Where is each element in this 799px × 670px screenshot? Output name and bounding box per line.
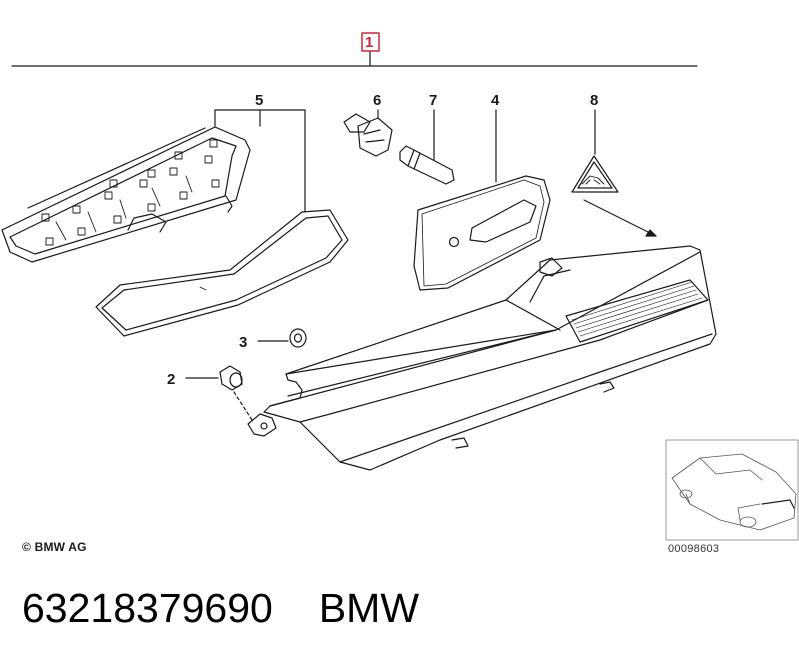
bulb <box>399 145 455 185</box>
part-number: 63218379690 <box>22 585 273 631</box>
callout-2: 2 <box>167 371 175 388</box>
footer: 63218379690 BMW <box>22 584 419 632</box>
callout-3: 3 <box>239 334 247 351</box>
callout-7: 7 <box>429 92 437 109</box>
callout-1: 1 <box>365 34 373 51</box>
callout-4: 4 <box>491 92 500 109</box>
copyright-notice: © BMW AG <box>22 540 87 554</box>
vehicle-thumbnail-frame <box>665 439 799 541</box>
vehicle-silhouette <box>671 453 797 531</box>
grommet-nut <box>219 365 243 391</box>
diagram-number: 00098603 <box>668 543 720 555</box>
tail-lamp-housing <box>247 245 717 471</box>
callout-box-1 <box>361 32 380 52</box>
brand-name: BMW <box>318 585 420 631</box>
dashed-leader-2 <box>233 391 253 421</box>
bulb-socket-grid <box>41 139 220 246</box>
pointer-arrow-8 <box>583 199 657 237</box>
callout-leader-5 <box>214 109 306 213</box>
gasket <box>95 209 349 337</box>
bulb-socket <box>343 113 393 157</box>
washer <box>289 328 307 348</box>
callout-6: 6 <box>373 92 381 109</box>
mounting-plate <box>413 175 551 291</box>
callout-8: 8 <box>590 92 598 109</box>
bulb-carrier-board <box>1 126 251 263</box>
warning-label <box>571 155 619 193</box>
callout-5: 5 <box>255 92 263 109</box>
